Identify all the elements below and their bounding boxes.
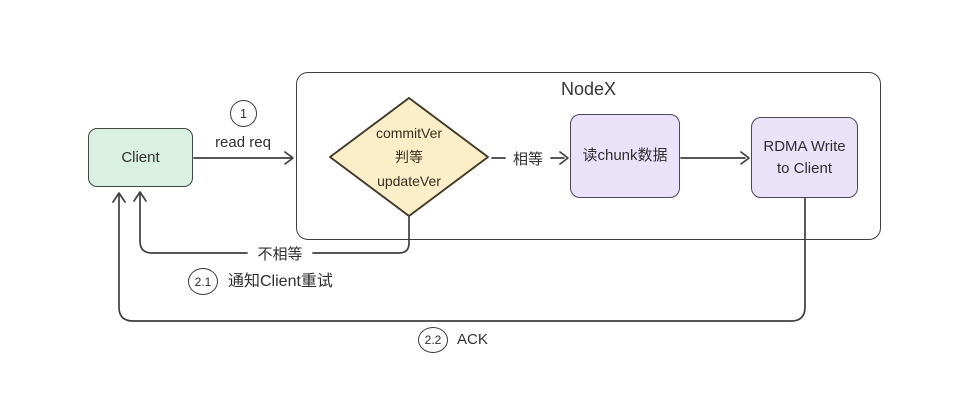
read-req-label: read req xyxy=(215,134,271,151)
read-chunk-node: 读chunk数据 xyxy=(570,114,680,198)
not-equal-label: 不相等 xyxy=(257,246,303,263)
rdma-write-node: RDMA Write to Client xyxy=(751,117,858,198)
equal-label: 相等 xyxy=(512,151,543,168)
decision-label-line3: updateVer xyxy=(377,173,441,189)
step-2-1-badge: 2.1 xyxy=(188,268,218,295)
decision-label: commitVer 判等 updateVer xyxy=(334,121,484,193)
decision-label-line1: commitVer xyxy=(375,125,443,141)
read-chunk-label: 读chunk数据 xyxy=(582,147,668,164)
decision-label-line2: 判等 xyxy=(395,149,423,165)
rdma-label-line2: to Client xyxy=(776,159,832,177)
client-label: Client xyxy=(121,149,160,166)
edge-read-req xyxy=(193,151,294,165)
ack-label: ACK xyxy=(457,331,488,348)
step-2-2-badge: 2.2 xyxy=(418,327,448,353)
nodex-title: NodeX xyxy=(560,79,617,99)
step-1-badge: 1 xyxy=(230,100,257,127)
client-node: Client xyxy=(88,128,193,187)
rdma-label-line1: RDMA Write xyxy=(763,137,846,155)
retry-label: 通知Client重试 xyxy=(228,273,333,290)
